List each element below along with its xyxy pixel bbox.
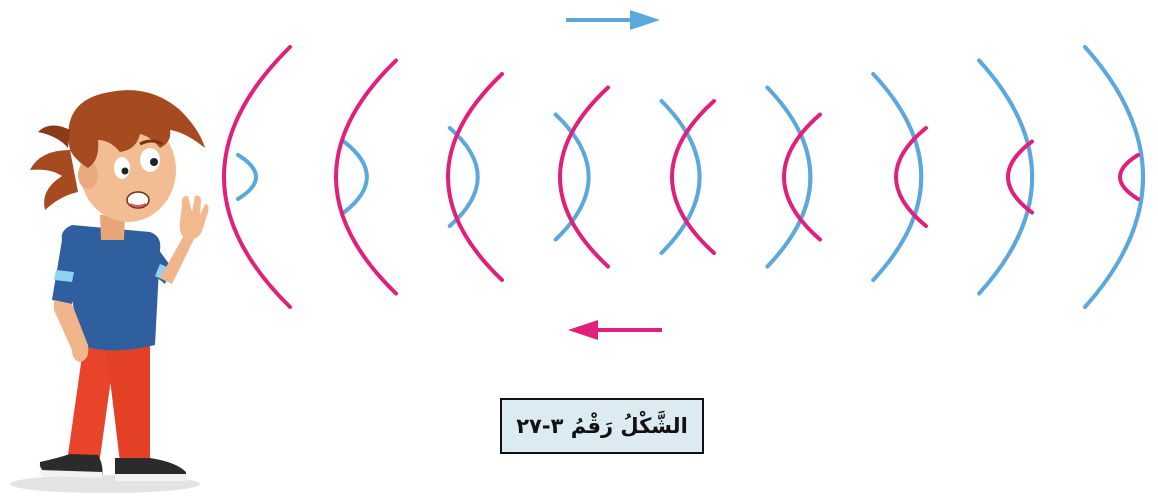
incident-wavefront xyxy=(979,61,1032,294)
reflected-wavefront xyxy=(448,74,502,280)
reflected-wavefront xyxy=(784,115,820,240)
incident-wavefront xyxy=(1085,47,1143,307)
figure-caption: الشَّكْلُ رَقْمُ ٣-٢٧ xyxy=(516,414,688,438)
incident-wavefront xyxy=(344,142,367,213)
figure-caption-box: الشَّكْلُ رَقْمُ ٣-٢٧ xyxy=(500,398,704,454)
reflected-wavefront xyxy=(1120,155,1138,199)
incident-wavefront xyxy=(767,88,810,267)
incident-direction-arrow xyxy=(566,10,660,30)
reflected-wavefront xyxy=(560,88,608,267)
incident-wavefront xyxy=(238,155,256,199)
reflected-direction-arrow xyxy=(568,320,662,340)
boy-character xyxy=(10,90,209,493)
reflected-wavefront xyxy=(672,101,714,253)
